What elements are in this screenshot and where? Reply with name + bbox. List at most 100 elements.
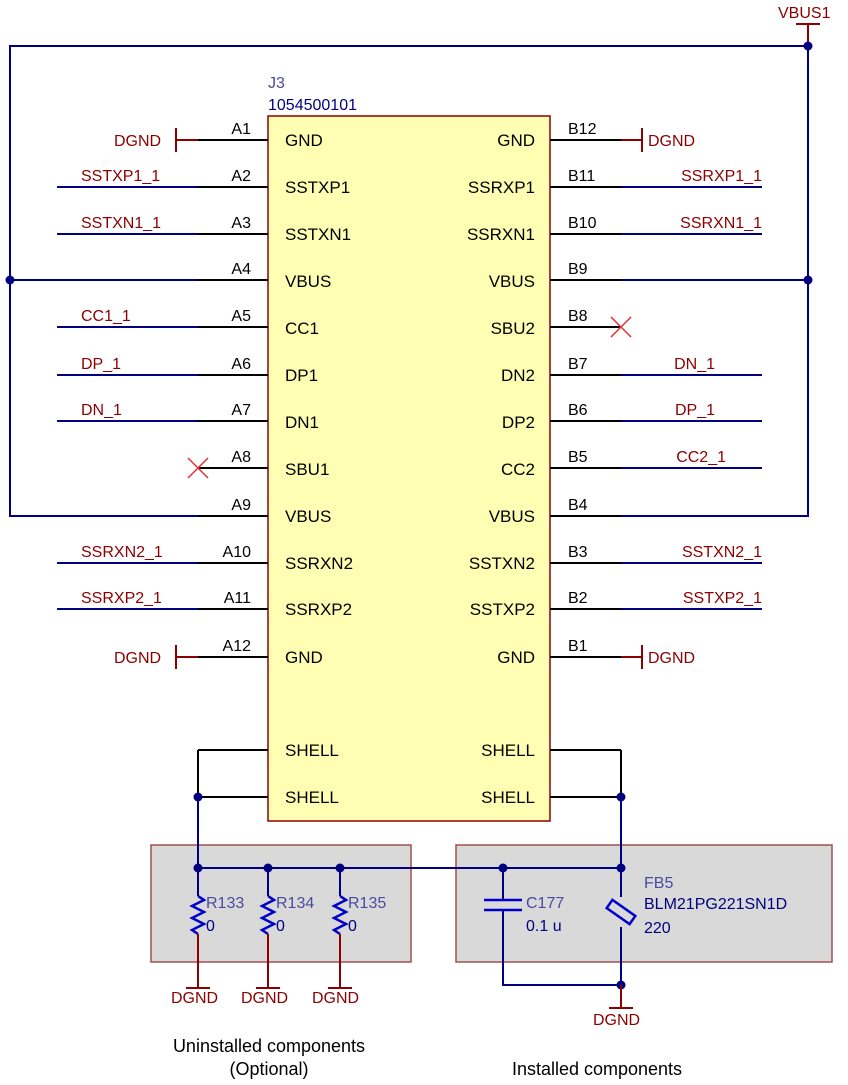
pin-name: SSRXN1 <box>467 225 535 244</box>
pin-number: A3 <box>231 215 251 232</box>
net-label: SSTXN1_1 <box>81 215 161 232</box>
net-label: SSTXP2_1 <box>683 590 762 607</box>
ferrite-value: 220 <box>644 920 671 937</box>
pin-name: DN2 <box>501 366 535 385</box>
pin-name: SSRXN2 <box>285 554 353 573</box>
uninstalled-caption-optional: (Optional) <box>229 1059 308 1079</box>
gnd-label: DGND <box>241 990 288 1007</box>
pin-number: A11 <box>224 590 251 607</box>
vbus-rail: VBUS1 <box>5 5 831 517</box>
pin-name: SHELL <box>481 741 535 760</box>
pin-number: B9 <box>568 261 588 278</box>
pin-number: B7 <box>568 356 588 373</box>
pin-number: B2 <box>568 590 588 607</box>
ferrite-designator: FB5 <box>644 875 673 892</box>
pin-number: A8 <box>231 449 251 466</box>
pin-name: VBUS <box>285 272 331 291</box>
gnd-label: DGND <box>648 650 695 667</box>
pin-name: CC1 <box>285 319 319 338</box>
capacitor-c177: C177 0.1 u <box>484 868 621 986</box>
gnd-label: DGND <box>171 990 218 1007</box>
pin-name: GND <box>285 131 323 150</box>
pin-number: A5 <box>231 308 251 325</box>
pin-name: DN1 <box>285 413 319 432</box>
pin-number: B5 <box>568 449 588 466</box>
resistor-r134: R134 0 DGND <box>241 868 314 1007</box>
no-connect-marker <box>610 316 632 338</box>
pin-name: SSTXN2 <box>469 554 535 573</box>
pin-name: SSTXP2 <box>470 600 535 619</box>
no-connect-marker <box>187 457 209 479</box>
net-label: CC2_1 <box>676 449 726 466</box>
net-label: SSTXN2_1 <box>682 544 762 561</box>
pin-number: A10 <box>223 544 252 561</box>
pin-name: GND <box>497 131 535 150</box>
pin-name: SHELL <box>285 741 339 760</box>
connector-body <box>267 115 551 822</box>
gnd-label: DGND <box>593 1012 640 1029</box>
net-label: SSRXP1_1 <box>681 168 762 185</box>
pin-name: SSTXP1 <box>285 178 350 197</box>
pin-number: A4 <box>231 261 251 278</box>
pin-name: DP2 <box>502 413 535 432</box>
pin-name: CC2 <box>501 460 535 479</box>
pin-number: B11 <box>568 168 595 185</box>
pin-name: DP1 <box>285 366 318 385</box>
junction-dot <box>803 41 813 51</box>
resistor-value: 0 <box>206 918 215 935</box>
pin-number: A12 <box>223 638 252 655</box>
net-label: SSTXP1_1 <box>81 168 160 185</box>
capacitor-value: 0.1 u <box>526 918 562 935</box>
connector-part-number: 1054500101 <box>268 97 357 114</box>
net-label: SSRXP2_1 <box>81 590 162 607</box>
pin-name: GND <box>497 648 535 667</box>
right-pins: DGND B12 GND SSRXP1_1 B11 SSRXP1 SSRXN1_… <box>467 121 762 669</box>
net-label: DP_1 <box>675 402 715 419</box>
resistor-designator: R134 <box>276 895 314 912</box>
pin-name: SSRXP1 <box>468 178 535 197</box>
capacitor-designator: C177 <box>526 895 564 912</box>
pin-number: B10 <box>568 215 597 232</box>
shell-pins: SHELL SHELL SHELL SHELL <box>193 741 626 807</box>
junction-dot <box>803 275 813 285</box>
pin-number: B3 <box>568 544 588 561</box>
gnd-label: DGND <box>114 650 161 667</box>
net-label: CC1_1 <box>81 308 131 325</box>
net-label: DP_1 <box>81 356 121 373</box>
pin-name: SHELL <box>285 788 339 807</box>
net-label: SSRXN1_1 <box>680 215 762 232</box>
pin-name: SHELL <box>481 788 535 807</box>
pin-number: B1 <box>568 638 588 655</box>
pin-number: B4 <box>568 497 588 514</box>
installed-caption: Installed components <box>512 1059 682 1079</box>
pin-number: B8 <box>568 308 588 325</box>
pin-name: VBUS <box>489 272 535 291</box>
resistor-designator: R133 <box>206 895 244 912</box>
ferrite-part-number: BLM21PG221SN1D <box>644 896 787 913</box>
junction-dot <box>5 275 15 285</box>
ferrite-bead-fb5: DGND FB5 BLM21PG221SN1D 220 <box>593 868 787 1029</box>
pin-number: A6 <box>231 356 251 373</box>
net-label: SSRXN2_1 <box>81 544 163 561</box>
pin-number: A7 <box>231 402 251 419</box>
pin-name: SBU2 <box>491 319 535 338</box>
pin-name: GND <box>285 648 323 667</box>
pin-name: SBU1 <box>285 460 329 479</box>
pin-number: A1 <box>231 121 251 138</box>
resistor-r133: R133 0 DGND <box>171 868 244 1007</box>
pin-name: VBUS <box>489 507 535 526</box>
gnd-label: DGND <box>312 990 359 1007</box>
installed-panel <box>455 844 833 963</box>
pin-name: VBUS <box>285 507 331 526</box>
gnd-label: DGND <box>114 133 161 150</box>
resistor-value: 0 <box>348 918 357 935</box>
resistor-value: 0 <box>276 918 285 935</box>
pin-number: A9 <box>231 497 251 514</box>
uninstalled-caption: Uninstalled components <box>173 1036 365 1056</box>
resistor-designator: R135 <box>348 895 386 912</box>
pin-name: SSRXP2 <box>285 600 352 619</box>
net-label: DN_1 <box>81 402 122 419</box>
connector-designator: J3 <box>268 75 285 92</box>
pin-name: SSTXN1 <box>285 225 351 244</box>
